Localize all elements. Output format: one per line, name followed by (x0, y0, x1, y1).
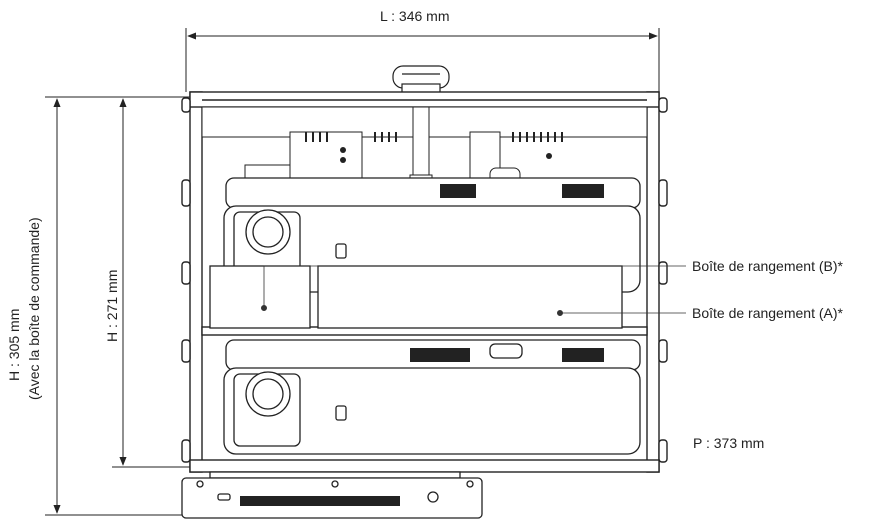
height-271-dimension-line (112, 96, 190, 468)
upper-projector (209, 177, 641, 329)
control-box (181, 471, 483, 519)
width-dimension-line (185, 28, 660, 92)
depth-label: P : 373 mm (693, 435, 765, 451)
upper-projector-vents (440, 184, 604, 198)
top-bracket-slots (305, 132, 563, 163)
height-305-dimension-line (45, 96, 185, 516)
control-box-vents (240, 496, 400, 506)
top-bracket (201, 106, 648, 196)
height-305-label: H : 305 mm (6, 308, 22, 381)
leader-lines (260, 265, 686, 316)
storage-box-b-label: Boîte de rangement (B)* (692, 258, 843, 274)
lower-projector-vents (410, 348, 604, 362)
lower-projector (223, 339, 641, 455)
height-271-label: H : 271 mm (104, 269, 120, 342)
top-handle-knob (392, 65, 450, 95)
width-label: L : 346 mm (380, 8, 450, 24)
height-305-note: (Avec la boîte de commande) (26, 217, 42, 400)
frame (181, 91, 668, 473)
storage-box-a-label: Boîte de rangement (A)* (692, 305, 843, 321)
